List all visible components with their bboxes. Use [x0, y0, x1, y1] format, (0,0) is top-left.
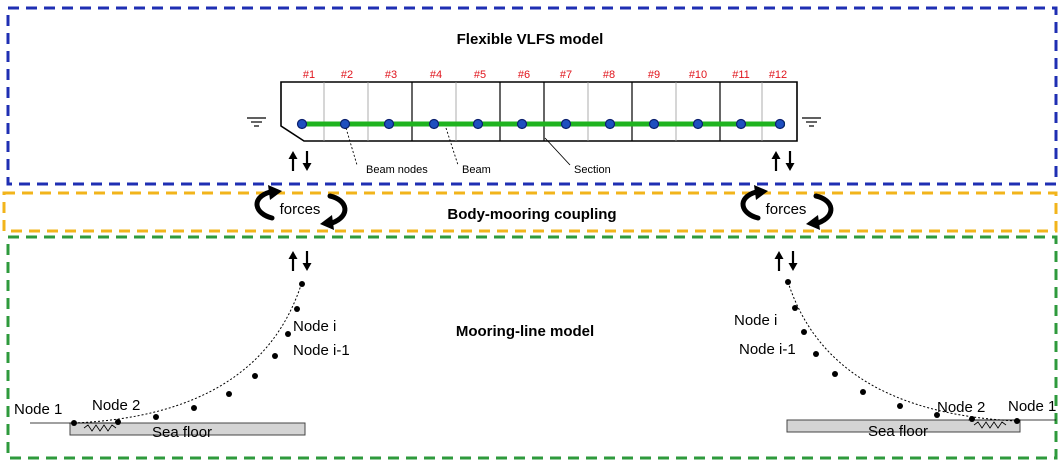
vlfs-hull — [247, 81, 821, 142]
beam-node — [560, 118, 572, 130]
mooring-node — [969, 416, 975, 422]
section-number: #5 — [474, 69, 486, 81]
forces-left: forces — [254, 185, 348, 230]
beam-nodes — [296, 118, 786, 130]
forces-label-right: forces — [766, 201, 807, 218]
waterline-left — [247, 117, 266, 127]
section-number: #9 — [648, 69, 660, 81]
mooring-nodes-left — [71, 281, 305, 426]
beam-node — [428, 118, 440, 130]
mooring-node — [934, 412, 940, 418]
seafloor-label-left: Sea floor — [152, 424, 212, 441]
mooring-node — [294, 306, 300, 312]
node-i-minus-1-label-left: Node i-1 — [293, 342, 350, 359]
arrow-pair-left-upper — [288, 151, 312, 171]
node-i-label-left: Node i — [293, 318, 336, 335]
mooring-node — [785, 279, 791, 285]
mooring-node — [115, 419, 121, 425]
beam-nodes-leader — [345, 127, 358, 166]
section-number: #6 — [518, 69, 530, 81]
curved-arrow-icon — [327, 193, 348, 226]
arrowhead-icon — [754, 185, 768, 200]
mooring-nodes-right — [785, 279, 1020, 424]
section-number: #3 — [385, 69, 397, 81]
mooring-model-title: Mooring-line model — [456, 323, 594, 340]
node-1-label-right: Node 1 — [1008, 398, 1056, 415]
mooring-node — [1014, 418, 1020, 424]
beam-leader — [445, 127, 459, 166]
seafloor-label-right: Sea floor — [868, 423, 928, 440]
node-1-label-left: Node 1 — [14, 401, 62, 418]
section-number: #12 — [769, 69, 787, 81]
mooring-node — [153, 414, 159, 420]
section-numbers: #1 #2 #3 #4 #5 #6 #7 #8 #9 #10 #11 #12 — [303, 69, 787, 81]
seafloor-right — [786, 419, 1021, 433]
section-dividers — [323, 82, 763, 141]
beam-node — [604, 118, 616, 130]
beam-node — [774, 118, 786, 130]
arrow-pair-right-lower — [774, 251, 798, 271]
mooring-node — [252, 373, 258, 379]
spring-icon — [83, 424, 117, 432]
arrow-pair-left-lower — [288, 251, 312, 271]
mooring-left: Node 1 Node 2 Node i Node i-1 Sea floor — [14, 281, 350, 441]
section-number: #4 — [430, 69, 442, 81]
section-number: #2 — [341, 69, 353, 81]
curved-arrow-icon — [254, 189, 275, 221]
mooring-node — [832, 371, 838, 377]
beam-node — [296, 118, 308, 130]
mooring-node — [860, 389, 866, 395]
waterline-right — [802, 117, 821, 127]
mooring-node — [299, 281, 305, 287]
node-2-label-right: Node 2 — [937, 399, 985, 416]
mooring-node — [801, 329, 807, 335]
node-i-label-right: Node i — [734, 312, 777, 329]
flexible-model-region — [6, 6, 1058, 186]
coupling-title: Body-mooring coupling — [447, 206, 616, 223]
spring-icon — [973, 421, 1007, 429]
forces-label-left: forces — [280, 201, 321, 218]
mooring-right: Node i Node i-1 Node 2 Node 1 Sea floor — [734, 279, 1056, 440]
mooring-node — [813, 351, 819, 357]
flexible-model-title: Flexible VLFS model — [457, 31, 604, 48]
mooring-node — [191, 405, 197, 411]
node-i-minus-1-label-right: Node i-1 — [739, 341, 796, 358]
mooring-node — [71, 420, 77, 426]
mooring-node — [272, 353, 278, 359]
beam-node — [648, 118, 660, 130]
beam-node — [692, 118, 704, 130]
beam-node — [516, 118, 528, 130]
section-number: #11 — [732, 69, 750, 81]
beam-nodes-label: Beam nodes — [366, 164, 428, 176]
section-number: #7 — [560, 69, 572, 81]
arrowhead-icon — [268, 185, 282, 200]
beam-node — [735, 118, 747, 130]
seafloor-left — [69, 422, 306, 436]
mooring-curve-left — [73, 281, 303, 424]
section-number: #8 — [603, 69, 615, 81]
arrowhead-icon — [806, 215, 820, 230]
arrowhead-icon — [320, 215, 334, 230]
coupling-region — [2, 191, 1058, 233]
section-number: #1 — [303, 69, 315, 81]
section-number: #10 — [689, 69, 707, 81]
forces-right: forces — [740, 185, 834, 230]
mooring-node — [897, 403, 903, 409]
beam-node — [339, 118, 351, 130]
beam-node — [472, 118, 484, 130]
section-leader — [544, 137, 571, 166]
curved-arrow-icon — [740, 189, 761, 221]
section-label: Section — [574, 164, 611, 176]
node-2-label-left: Node 2 — [92, 397, 140, 414]
mooring-node — [226, 391, 232, 397]
beam-node — [383, 118, 395, 130]
curved-arrow-icon — [813, 193, 834, 226]
beam-label: Beam — [462, 164, 491, 176]
annotation-leaders — [345, 127, 571, 166]
mooring-node — [285, 331, 291, 337]
mooring-model-region — [6, 235, 1058, 460]
mooring-node — [792, 305, 798, 311]
arrow-pair-right-upper — [771, 151, 795, 171]
